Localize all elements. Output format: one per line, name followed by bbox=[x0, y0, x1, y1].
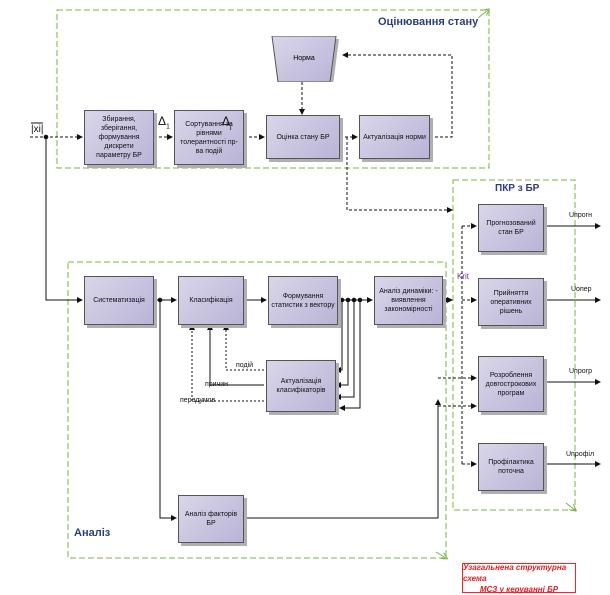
krit-label: Krit bbox=[457, 272, 469, 281]
wire-preconditions bbox=[189, 324, 264, 402]
factor-analysis-block: Аналіз факторів БР bbox=[178, 495, 244, 543]
diagram-caption: Узагальнена структурна схема МСЗ у керув… bbox=[462, 562, 576, 594]
sort-block: Сортування за рівнями толерантності пр-в… bbox=[174, 110, 244, 165]
analysis-section-title: Аналіз bbox=[74, 527, 111, 539]
wire-factors-bus bbox=[244, 399, 441, 519]
pkr-section-frame bbox=[452, 179, 576, 511]
delta1-subscript: 1 bbox=[166, 123, 170, 131]
wire-stat-updcl-1 bbox=[335, 300, 343, 373]
preconditions-label: передумов bbox=[180, 397, 216, 404]
pkr-section-title: ПКР з БР bbox=[495, 183, 540, 194]
state-section-frame bbox=[56, 9, 490, 169]
delta1-symbol: Δ bbox=[158, 114, 167, 128]
decisions-block: Прийняття оперативних рішень bbox=[478, 278, 544, 326]
output-oper-label: Uопер bbox=[571, 286, 592, 293]
delta1-label: Δ1 bbox=[158, 114, 170, 130]
wire-causes bbox=[207, 324, 264, 386]
assess-block: Оцінка стану БР bbox=[266, 115, 340, 159]
prevention-block: Профілактика поточна bbox=[478, 443, 544, 491]
wire-systematize-factors bbox=[159, 300, 177, 521]
output-prevention-label: Uпрофіл bbox=[566, 451, 595, 458]
wire-dynamics-updcl bbox=[339, 300, 361, 411]
update-classifiers-block: Актуалізація класифікаторів bbox=[266, 360, 336, 412]
systematize-block: Систематизація bbox=[84, 276, 154, 325]
norm-block: Норма bbox=[271, 36, 339, 82]
causes-label: причин bbox=[205, 381, 229, 388]
wire-stat-updcl-3 bbox=[335, 300, 355, 400]
dynamics-block: Аналіз динаміки: - виявлення закономірно… bbox=[374, 276, 443, 325]
collect-block: Збирання, зберігання, формування дискрет… bbox=[84, 110, 154, 165]
classify-block: Класифікація bbox=[178, 276, 244, 325]
caption-line-2: МСЗ у керуванні БР bbox=[479, 584, 559, 594]
output-program-label: Uпрогр bbox=[569, 368, 593, 375]
wire-update-norm bbox=[342, 52, 453, 138]
analysis-section-frame bbox=[67, 261, 447, 559]
input-label: |xi| bbox=[31, 124, 44, 135]
analysis-frame-corner-arrow bbox=[435, 551, 446, 558]
wire-input-systematize bbox=[45, 137, 83, 303]
state-section-title: Оцінювання стану bbox=[378, 16, 479, 28]
pkr-frame-corner-arrow bbox=[565, 502, 575, 510]
norm-label: Норма bbox=[293, 55, 315, 62]
programs-block: Розроблення довгострокових програм bbox=[478, 356, 544, 412]
delta2-label: Δj bbox=[222, 114, 232, 130]
statistics-block: Формування статистик з вектору bbox=[268, 276, 338, 325]
wire-assess-pkr bbox=[346, 137, 453, 213]
events-label: подій bbox=[236, 362, 254, 369]
update-norm-block: Актуалізація норми bbox=[359, 115, 430, 159]
wire-events bbox=[223, 324, 264, 371]
caption-line-1: Узагальнена структурна схема bbox=[463, 562, 567, 583]
output-forecast-label: Uпрогн bbox=[569, 212, 593, 219]
delta2-symbol: Δ bbox=[222, 114, 231, 128]
wire-stat-updcl-2 bbox=[335, 300, 349, 388]
forecast-block: Прогнозований стан БР bbox=[478, 204, 544, 252]
state-frame-corner-arrow bbox=[477, 10, 488, 19]
delta2-subscript: j bbox=[230, 123, 232, 131]
